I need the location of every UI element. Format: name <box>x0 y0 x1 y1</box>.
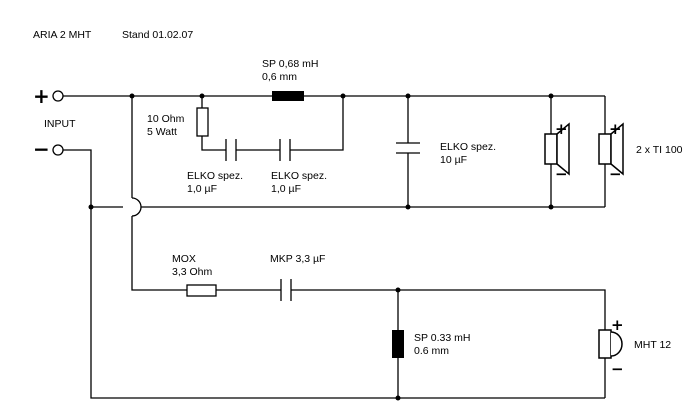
input-label: INPUT <box>44 118 76 130</box>
capacitor-elko-1uf-a-type: ELKO spez. <box>187 170 243 182</box>
capacitor-elko-1uf-b-value: 1,0 µF <box>271 183 301 195</box>
inductor-sp-033-wire: 0.6 mm <box>414 345 449 357</box>
inductor-sp-033 <box>392 330 404 358</box>
capacitor-elko-10uf <box>396 142 420 154</box>
input-minus-sign: − <box>33 137 50 161</box>
input-minus-terminal <box>52 144 64 156</box>
schematic-title: ARIA 2 MHT <box>33 29 92 41</box>
capacitor-elko-10uf-value: 10 µF <box>440 154 467 166</box>
tweeter-plus: + <box>611 316 624 334</box>
resistor-10-ohm-power: 5 Watt <box>147 126 177 138</box>
capacitor-mkp-label: MKP 3,3 µF <box>270 253 325 265</box>
capacitor-elko-1uf-a <box>225 139 237 161</box>
inductor-sp-033-value: SP 0.33 mH <box>414 332 470 344</box>
resistor-10-ohm-value: 10 Ohm <box>147 113 185 125</box>
resistor-mox-3-3-ohm <box>186 284 217 297</box>
capacitor-elko-10uf-type: ELKO spez. <box>440 141 496 153</box>
woofer-2-minus: − <box>609 165 622 183</box>
woofer-speaker-2 <box>598 122 624 176</box>
tweeter-label: MHT 12 <box>634 339 671 351</box>
woofer-speaker-1 <box>544 122 570 176</box>
resistor-mox-type: MOX <box>172 253 196 265</box>
resistor-10-ohm <box>196 107 209 137</box>
input-plus-terminal <box>52 90 64 102</box>
woofer-1-minus: − <box>555 165 568 183</box>
inductor-sp-068 <box>272 91 304 101</box>
woofer-2-plus: + <box>609 120 622 138</box>
tweeter-minus: − <box>611 360 624 378</box>
capacitor-elko-1uf-a-value: 1,0 µF <box>187 183 217 195</box>
capacitor-elko-1uf-b-type: ELKO spez. <box>271 170 327 182</box>
capacitor-elko-1uf-b <box>279 139 291 161</box>
junction-dots <box>88 93 554 401</box>
capacitor-mkp-3-3uf <box>280 279 292 301</box>
resistor-mox-value: 3,3 Ohm <box>172 266 213 278</box>
input-plus-sign: + <box>33 84 50 108</box>
woofer-1-plus: + <box>555 120 568 138</box>
tweeter-speaker <box>598 329 623 359</box>
schematic-date: Stand 01.02.07 <box>122 29 193 41</box>
inductor-sp-068-value: SP 0,68 mH <box>262 58 318 70</box>
wiring <box>63 95 606 399</box>
inductor-sp-068-wire: 0,6 mm <box>262 71 297 83</box>
woofer-label: 2 x TI 100 <box>636 144 683 156</box>
